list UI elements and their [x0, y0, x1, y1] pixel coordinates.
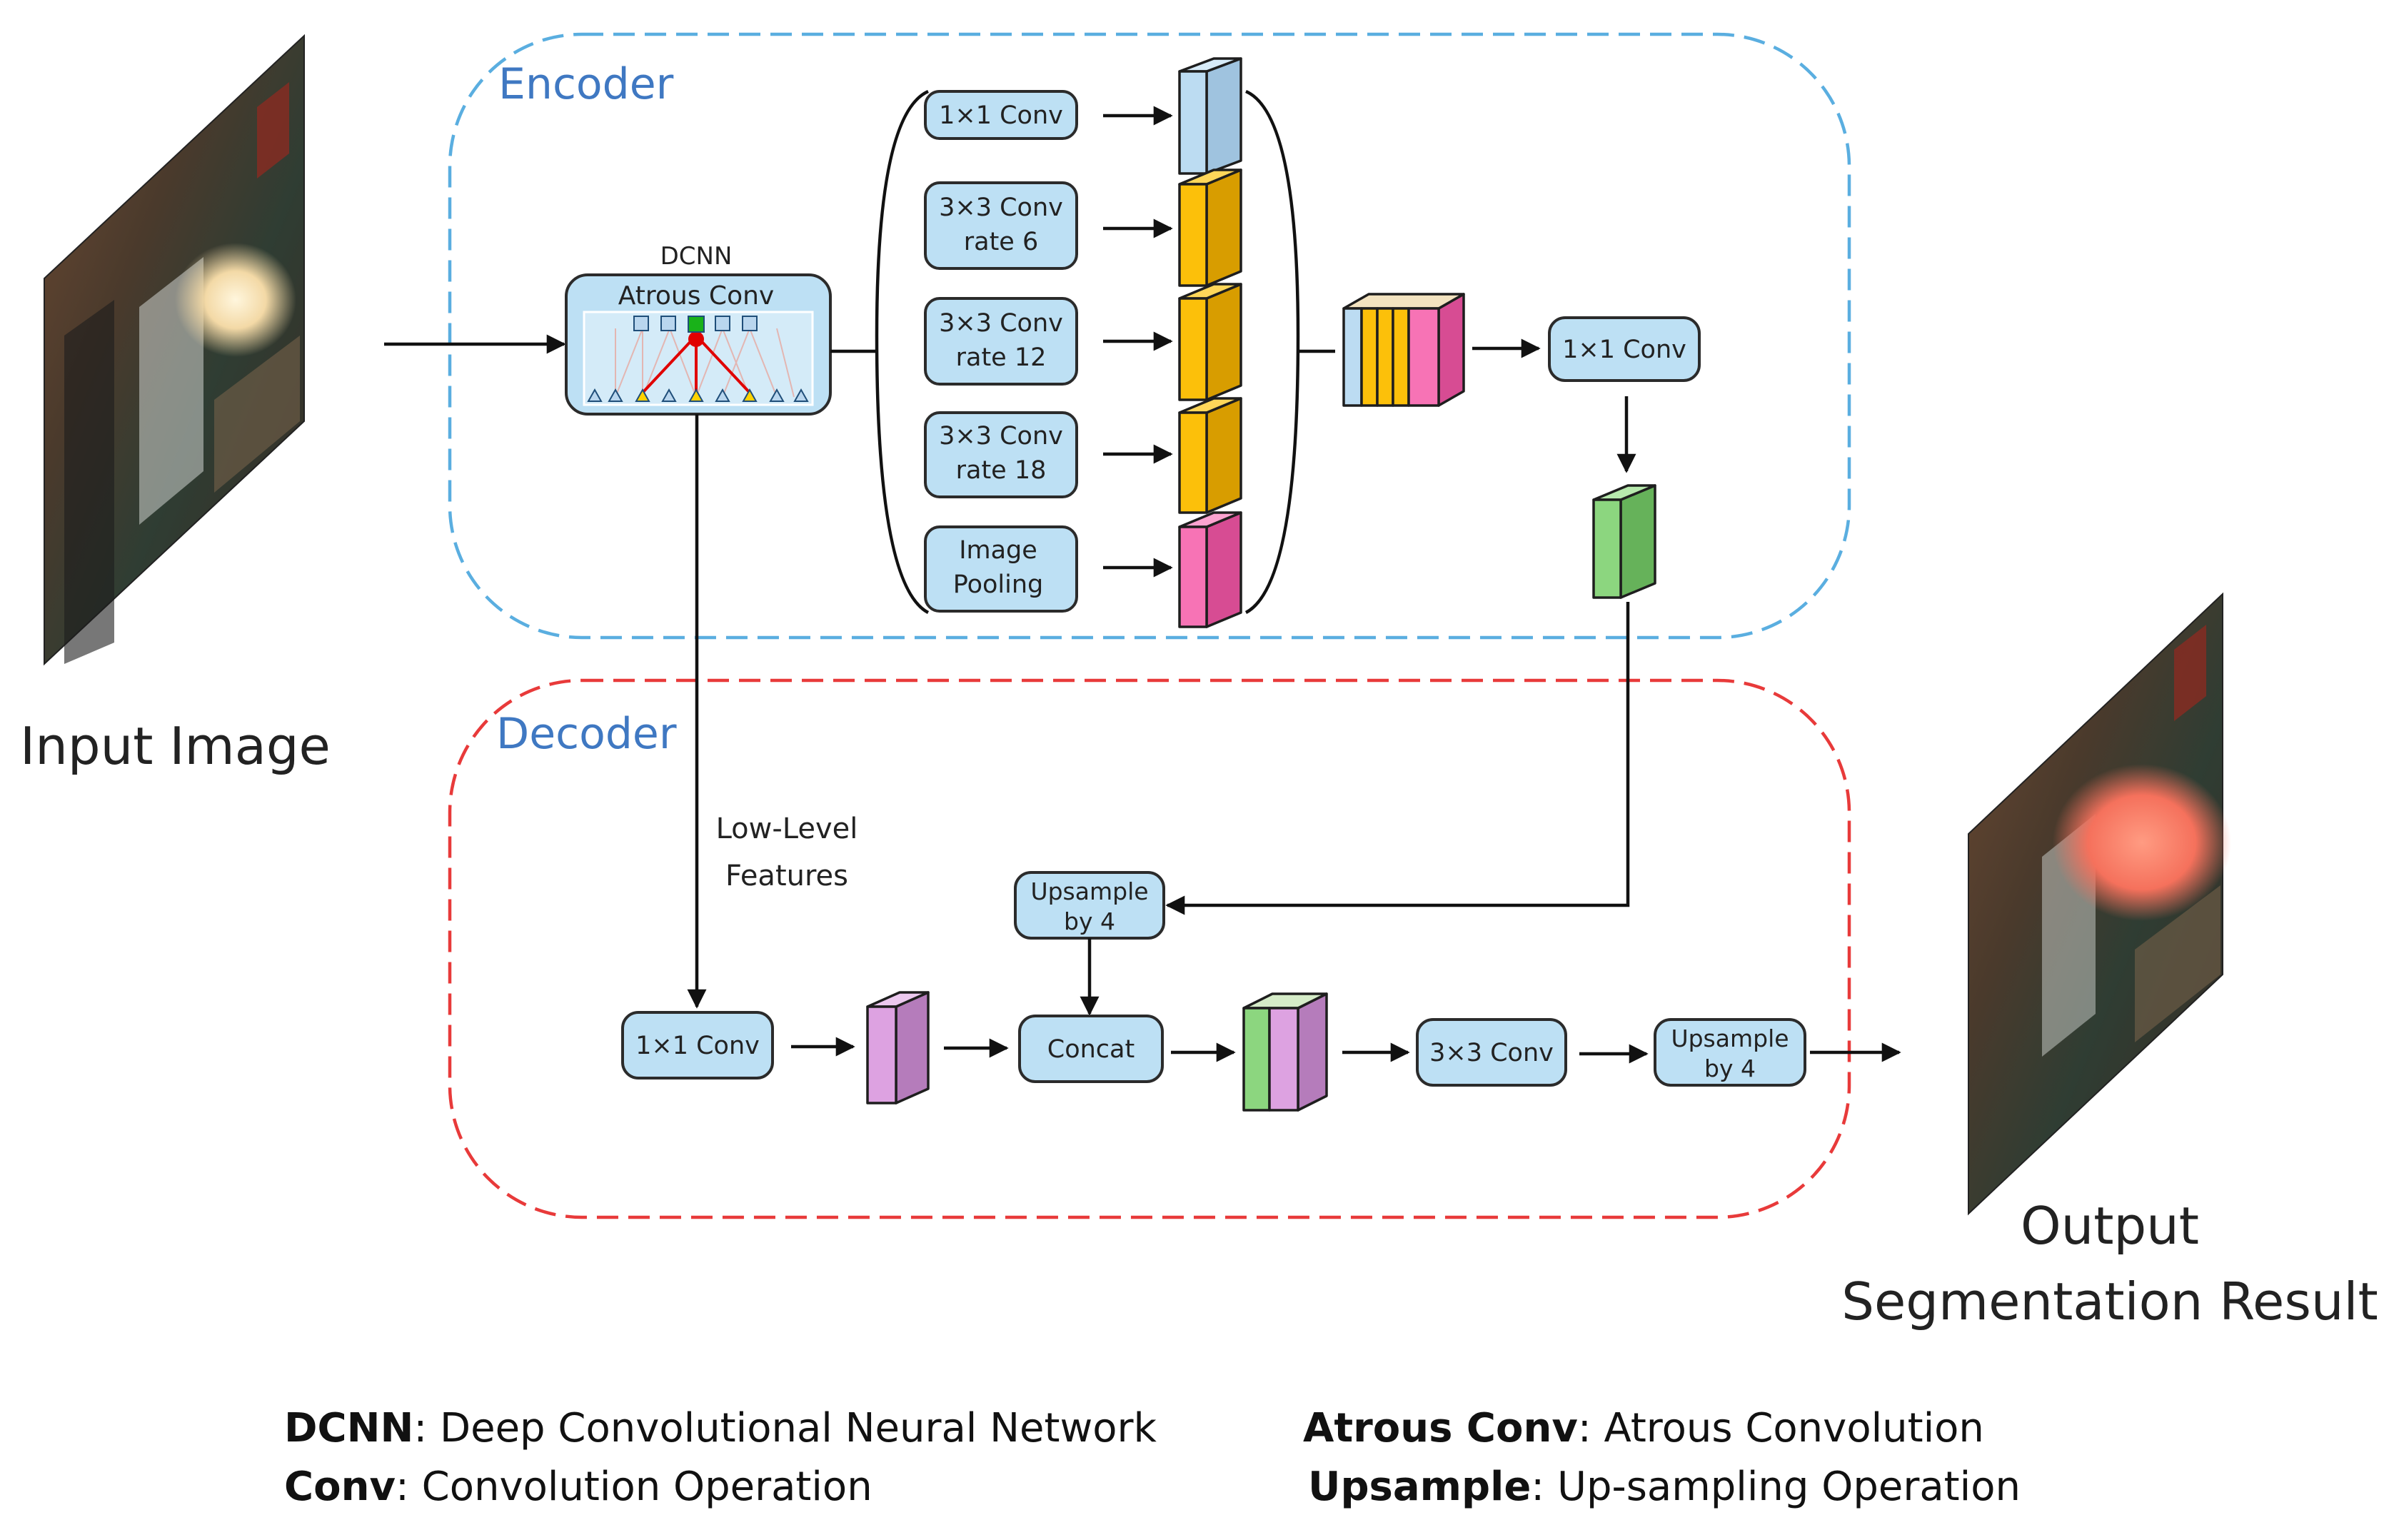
aspp-branch-3-line2: rate 12 — [956, 343, 1047, 372]
legend-conv: Conv: Convolution Operation — [284, 1464, 872, 1510]
decoder-low-level-cube-violet — [866, 991, 930, 1104]
legend-conv-definition: : Convolution Operation — [395, 1464, 872, 1510]
aspp-branch-4-line1: 3×3 Conv — [939, 422, 1063, 451]
aspp-branch-rate18 — [924, 411, 1078, 498]
encoder-1x1-conv-label: 1×1 Conv — [1562, 336, 1686, 364]
output-label-line1: Output — [2021, 1196, 2199, 1256]
decoder-3x3-conv-label: 3×3 Conv — [1429, 1039, 1554, 1067]
legend-upsample: Upsample: Up-sampling Operation — [1308, 1464, 2021, 1510]
upsample-top-line2: by 4 — [1064, 907, 1115, 935]
aspp-branch-2-line2: rate 6 — [964, 228, 1039, 256]
legend-atrous-conv-term: Atrous Conv — [1303, 1405, 1578, 1451]
output-label-line2: Segmentation Result — [1841, 1272, 2378, 1332]
decoder-3x3-conv-box — [1416, 1018, 1567, 1087]
upsample-top-line1: Upsample — [1030, 877, 1148, 905]
aspp-branch-rate6 — [924, 181, 1078, 270]
legend-upsample-definition: : Up-sampling Operation — [1531, 1464, 2021, 1510]
legend-atrous-conv: Atrous Conv: Atrous Convolution — [1303, 1405, 1984, 1451]
feature-cube-yellow-rate12 — [1178, 283, 1242, 401]
upsample-out-line2: by 4 — [1704, 1055, 1756, 1082]
legend-atrous-conv-definition: : Atrous Convolution — [1577, 1405, 1984, 1451]
legend-dcnn-term: DCNN — [284, 1405, 414, 1451]
feature-cube-yellow-rate18 — [1178, 397, 1242, 514]
decoder-title: Decoder — [496, 709, 677, 759]
legend-dcnn-definition: : Deep Convolutional Neural Network — [413, 1405, 1157, 1451]
legend-conv-term: Conv — [284, 1464, 396, 1510]
low-level-features-line2: Features — [725, 860, 848, 892]
aspp-branch-1-line1: 1×1 Conv — [939, 101, 1063, 130]
decoder-frame — [448, 678, 1851, 1219]
upsample-out-line1: Upsample — [1671, 1025, 1789, 1052]
concat-box — [1018, 1015, 1164, 1083]
legend-upsample-term: Upsample — [1308, 1464, 1532, 1510]
decoder-concat-cube-stack — [1242, 992, 1328, 1112]
encoder-to-upsample-line — [1165, 602, 1630, 915]
encoder-frame — [448, 32, 1851, 640]
aspp-left-bracket — [875, 89, 930, 614]
decoder-1x1-conv-box — [621, 1011, 774, 1079]
atrous-conv-illustration — [583, 311, 814, 406]
upsample-by4-out-box — [1654, 1018, 1806, 1087]
aspp-branch-2-line1: 3×3 Conv — [939, 193, 1063, 222]
aspp-branch-rate12 — [924, 297, 1078, 386]
input-image-label: Input Image — [20, 716, 331, 776]
aspp-branch-1x1-conv — [924, 90, 1078, 140]
encoder-concat-cube-stack — [1342, 293, 1465, 407]
atrous-conv-label: Atrous Conv — [618, 281, 774, 311]
aspp-branch-5-line1: Image — [959, 536, 1037, 565]
legend-dcnn: DCNN: Deep Convolutional Neural Network — [284, 1405, 1157, 1451]
aspp-right-bracket — [1244, 89, 1300, 614]
encoder-output-cube-green — [1592, 484, 1656, 599]
encoder-1x1-conv-box — [1548, 316, 1701, 382]
feature-cube-blue — [1178, 57, 1242, 175]
low-level-features-line1: Low-Level — [716, 812, 858, 845]
aspp-branch-image-pooling — [924, 525, 1078, 613]
decoder-1x1-conv-label: 1×1 Conv — [635, 1032, 760, 1060]
encoder-title: Encoder — [498, 59, 674, 109]
output-image — [1968, 592, 2231, 1216]
feature-cube-yellow-rate6 — [1178, 168, 1242, 287]
dcnn-label: DCNN — [660, 242, 733, 271]
aspp-branch-4-line2: rate 18 — [956, 456, 1047, 485]
aspp-branch-5-line2: Pooling — [953, 570, 1044, 599]
aspp-branch-3-line1: 3×3 Conv — [939, 309, 1063, 338]
concat-label: Concat — [1047, 1035, 1135, 1064]
input-image — [44, 34, 305, 666]
feature-cube-pink — [1178, 511, 1242, 628]
